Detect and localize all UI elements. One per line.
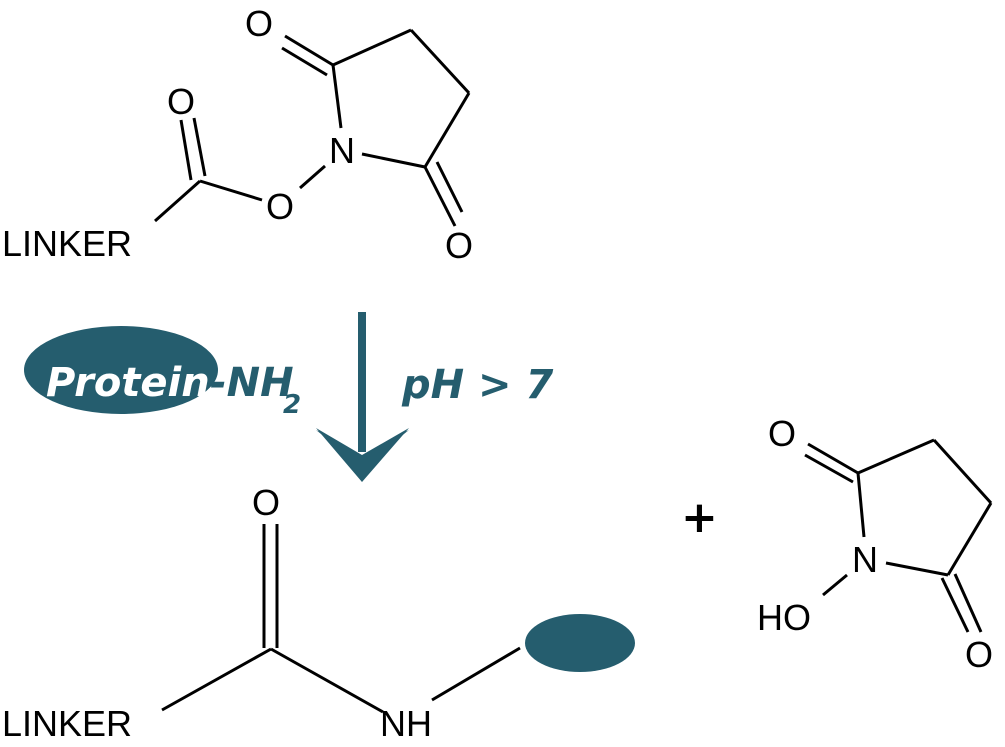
linker-label-reactant: LINKER (2, 223, 132, 264)
protein-ellipse-product (525, 614, 635, 672)
linker-label-product: LINKER (2, 703, 132, 744)
byproduct-oxygen-top: O (768, 413, 796, 454)
ester-oxygen: O (266, 186, 294, 227)
ring-oxygen-bottom: O (445, 225, 473, 266)
arrow-shaft (358, 312, 366, 452)
amine-label: -NH (210, 360, 294, 406)
nhs-byproduct: O N HO O (757, 413, 993, 675)
ring-nitrogen: N (329, 130, 355, 171)
product-carbonyl-oxygen: O (252, 482, 280, 523)
amide-product: O LINKER NH (2, 482, 635, 744)
protein-label: Protein (46, 360, 210, 406)
plus-sign: + (681, 492, 718, 543)
carbonyl-oxygen: O (167, 81, 195, 122)
byproduct-oxygen-bottom: O (965, 634, 993, 675)
reaction-arrow: pH > 7 (316, 312, 553, 482)
amide-nh: NH (380, 703, 432, 744)
ring-oxygen-top: O (245, 3, 273, 44)
amine-subscript: 2 (283, 390, 301, 420)
byproduct-ring-nitrogen: N (852, 539, 878, 580)
protein-ellipse (24, 326, 218, 414)
protein-amine-reagent: Protein -NH 2 (24, 326, 301, 420)
condition-label: pH > 7 (401, 362, 553, 408)
nhs-ester-reactant: LINKER O O N O O (2, 3, 473, 266)
byproduct-hydroxyl: HO (757, 597, 811, 638)
